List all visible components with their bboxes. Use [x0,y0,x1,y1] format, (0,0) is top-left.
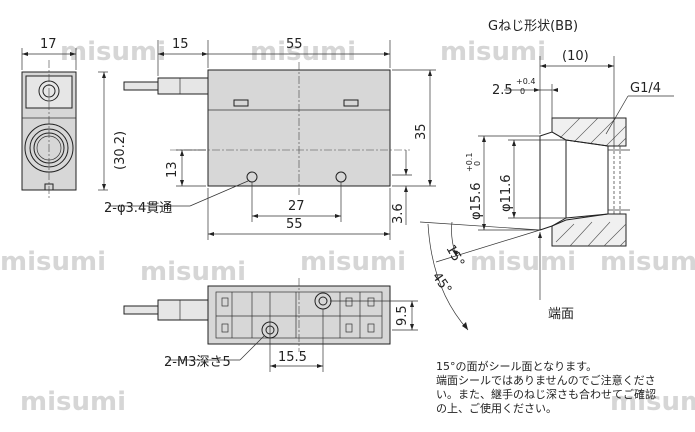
watermark-text: misumi [600,247,695,277]
front-width-label: 17 [40,37,57,52]
angle-15-label: 15° [443,243,468,270]
watermark-text: misumi [470,247,576,277]
watermark-text: misumi [610,387,695,417]
seal-dia-tol-upper: +0.1 [465,153,474,172]
cable [123,81,159,91]
watermark-layer: misumi misumi misumi misumi misumi misum… [0,37,695,417]
side-view: 15 55 35 13 27 55 [104,37,436,240]
bottom-cable-boot [157,299,209,321]
watermark-text: misumi [0,247,106,277]
note-line-3: い。また、継手のねじ深さも合わせてご確認 [436,387,656,401]
thread-top [565,139,609,147]
chamfer-tol-lower: 0 [520,87,525,96]
bottom-cable [123,305,159,315]
hole-callout: 2-φ3.4貫通 [104,201,172,216]
note-line-4: の上、ご使用ください。 [436,401,557,415]
seal-dia-label: φ15.6 [469,182,484,220]
bottom-length-label: 55 [286,217,303,232]
side-slot-right [343,99,359,107]
end-face-label: 端面 [548,307,574,322]
front-height-label: (30.2) [113,131,128,170]
watermark-text: misumi [250,37,356,67]
bottom-view: 9.5 15.5 2-M3深さ5 [123,278,418,372]
watermark-text: misumi [60,37,166,67]
housing-upper-hatch [551,117,627,147]
side-slot-left [233,99,249,107]
tap-callout: 2-M3深さ5 [164,355,231,370]
thread-label: G1/4 [630,81,661,96]
port-mid-circle [29,128,69,168]
watermark-text: misumi [140,257,246,287]
watermark-text: misumi [440,37,546,67]
hole-height-label: 13 [165,161,180,178]
note-line-2: 端面シールではありませんのでご注意くださ [436,373,656,387]
cable-length-label: 15 [172,37,189,52]
bore-dia-label: φ11.6 [499,174,514,212]
tap-pitch-label: 15.5 [278,350,307,365]
notes: 15°の面がシール面となります。 端面シールではありませんのでご注意くださ い。… [436,359,656,415]
cable-boot [157,77,209,95]
tap-offset-label: 9.5 [395,305,410,326]
note-line-1: 15°の面がシール面となります。 [436,359,597,373]
seal-chamfer-profile [539,131,567,231]
hole-offset-label: 3.6 [391,203,406,224]
angle-45-label: 45° [429,270,455,297]
body-length-label: 55 [286,37,303,52]
front-view: 17 (30.2) [21,37,128,200]
chamfer-label: 2.5 [492,83,513,98]
thread-bottom [565,213,609,219]
seal-dia-tol-lower: 0 [473,161,482,166]
port-detail-title: Gねじ形状(BB) [488,19,578,34]
housing-lower-hatch [551,213,627,247]
watermark-text: misumi [20,387,126,417]
side-height-label: 35 [414,123,429,140]
hole-pitch-label: 27 [288,199,305,214]
chamfer-tol-upper: +0.4 [516,77,535,86]
watermark-text: misumi [300,247,406,277]
port-depth-label: (10) [562,49,589,64]
